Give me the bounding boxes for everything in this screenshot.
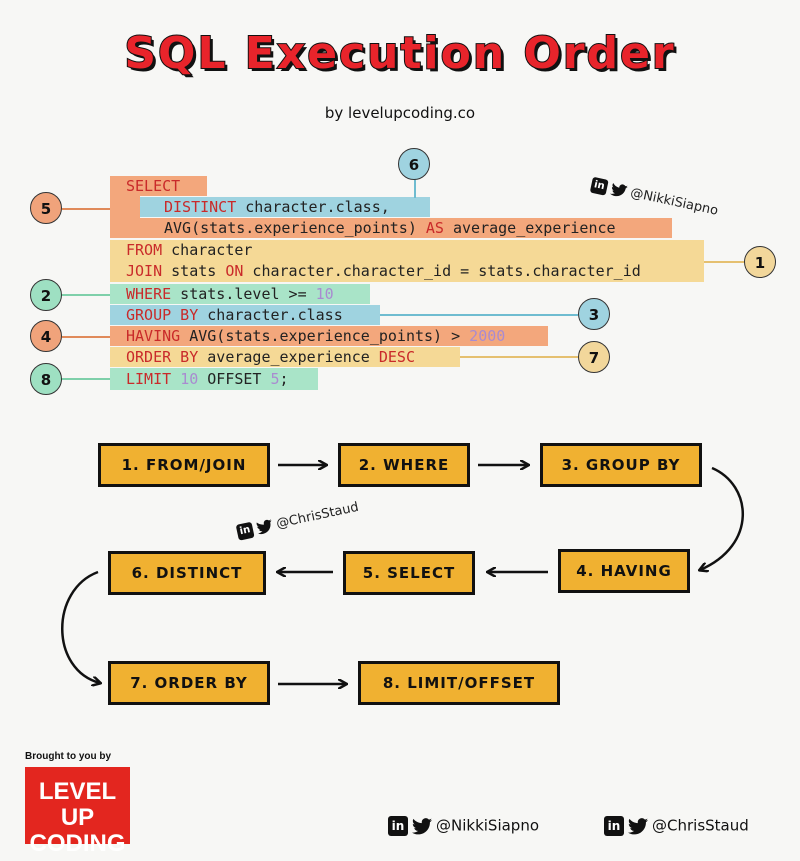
twitter-icon xyxy=(628,817,648,834)
code-line-distinct: DISTINCT character.class, xyxy=(164,198,390,216)
connector-2 xyxy=(62,294,110,296)
connector-7 xyxy=(460,356,578,358)
code-line-orderby: ORDER BY average_experience DESC xyxy=(126,348,415,366)
watermark-nikki: in@NikkiSiapno xyxy=(589,176,720,220)
code-line-where: WHERE stats.level >= 10 xyxy=(126,285,334,303)
social-nikki: in@NikkiSiapno xyxy=(388,816,539,836)
badge-4: 4 xyxy=(30,320,62,352)
social-chris: in@ChrisStaud xyxy=(604,816,749,836)
twitter-icon xyxy=(609,183,628,197)
highlight-limit xyxy=(110,368,318,390)
badge-6: 6 xyxy=(398,148,430,180)
highlight-avg xyxy=(140,218,672,238)
connector-8 xyxy=(62,378,110,380)
code-line-join: JOIN stats ON character.character_id = s… xyxy=(126,262,641,280)
logo-line-1: LEVEL UP xyxy=(38,778,117,831)
code-line-select: SELECT xyxy=(126,177,181,195)
level-up-coding-logo: LEVEL UP CODING xyxy=(25,767,130,857)
brought-to-you-by: Brought to you by xyxy=(25,751,112,762)
page-title: SQL Execution Order xyxy=(123,27,676,80)
badge-8: 8 xyxy=(30,363,62,395)
linkedin-icon: in xyxy=(604,816,624,836)
twitter-icon xyxy=(256,519,272,535)
code-line-avg: AVG(stats.experience_points) AS average_… xyxy=(164,219,616,237)
code-line-limit: LIMIT 10 OFFSET 5; xyxy=(126,370,289,388)
connector-1 xyxy=(704,261,744,263)
linkedin-icon: in xyxy=(388,816,408,836)
step-select: 5. SELECT xyxy=(343,551,475,595)
step-where: 2. WHERE xyxy=(338,443,470,487)
linkedin-icon: in xyxy=(589,176,609,196)
twitter-icon xyxy=(412,817,432,834)
highlight-orderby xyxy=(110,347,460,367)
connector-3 xyxy=(380,314,578,316)
highlight-groupby xyxy=(110,305,380,325)
highlight-having xyxy=(110,326,548,346)
highlight-select-body xyxy=(110,196,140,238)
badge-3: 3 xyxy=(578,298,610,330)
step-distinct: 6. DISTINCT xyxy=(108,551,266,595)
logo-line-2: CODING xyxy=(29,830,126,857)
byline: by levelupcoding.co xyxy=(324,104,476,122)
step-order-by: 7. ORDER BY xyxy=(108,661,270,705)
arrow-6-7 xyxy=(61,570,100,683)
code-line-from: FROM character xyxy=(126,241,253,259)
code-line-groupby: GROUP BY character.class xyxy=(126,306,343,324)
badge-2: 2 xyxy=(30,279,62,311)
connector-5 xyxy=(62,208,110,210)
highlight-select xyxy=(110,176,207,196)
badge-7: 7 xyxy=(578,341,610,373)
arrow-3-4 xyxy=(700,466,744,570)
badge-1: 1 xyxy=(744,246,776,278)
highlight-from xyxy=(110,240,704,282)
step-from-join: 1. FROM/JOIN xyxy=(98,443,270,487)
step-group-by: 3. GROUP BY xyxy=(540,443,702,487)
step-having: 4. HAVING xyxy=(558,549,690,593)
connector-6 xyxy=(414,178,416,198)
code-line-having: HAVING AVG(stats.experience_points) > 20… xyxy=(126,327,506,345)
connector-4 xyxy=(62,336,110,338)
step-limit-offset: 8. LIMIT/OFFSET xyxy=(358,661,560,705)
badge-5: 5 xyxy=(30,192,62,224)
highlight-where xyxy=(110,284,370,304)
highlight-distinct xyxy=(140,197,430,217)
watermark-chris: in@ChrisStaud xyxy=(235,499,360,541)
linkedin-icon: in xyxy=(235,521,255,541)
